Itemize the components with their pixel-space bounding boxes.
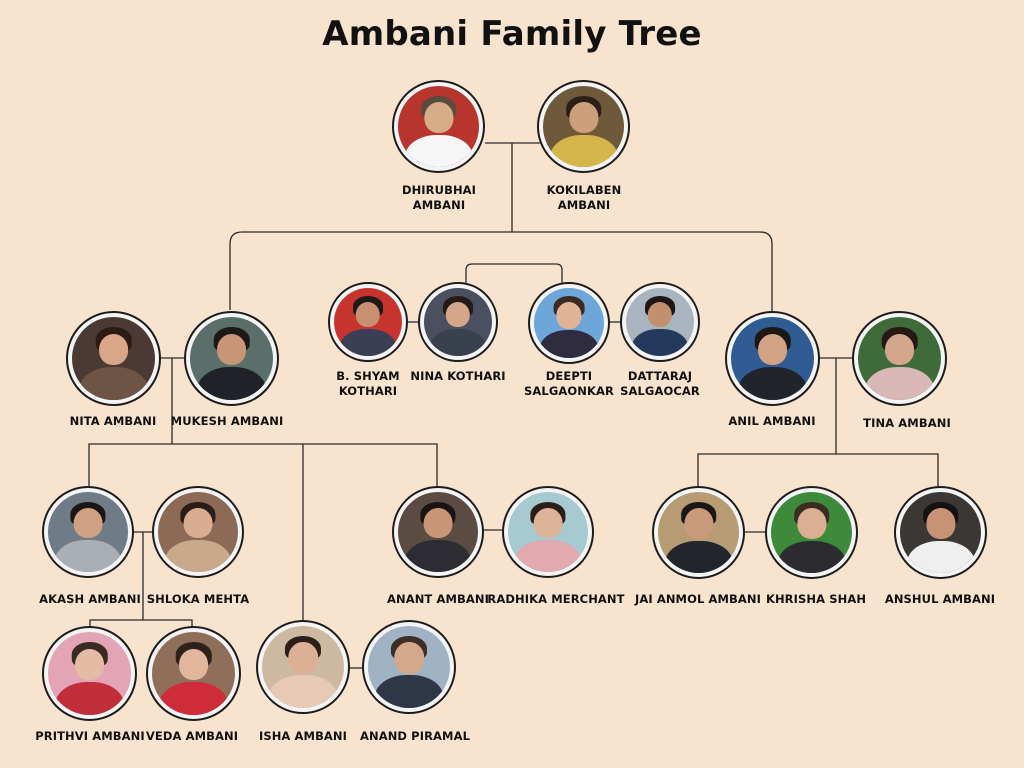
name-line-2: SALGAOCAR <box>620 384 700 398</box>
name-line-1: MUKESH AMBANI <box>170 414 284 428</box>
name-line-2: SALGAONKAR <box>524 384 614 398</box>
connector-anil-children <box>697 453 939 486</box>
label-kokilaben: KOKILABEN AMBANI <box>509 183 659 213</box>
photo-anshul <box>894 486 987 579</box>
name-line-1: KHRISHA SHAH <box>765 592 867 606</box>
name-line-1: ANAND PIRAMAL <box>359 729 471 743</box>
name-line-1: ANANT AMBANI <box>386 592 489 606</box>
name-line-1: ANIL AMBANI <box>728 414 816 428</box>
label-dattaraj: DATTARAJ SALGAOCAR <box>585 369 735 399</box>
photo-mukesh <box>184 311 279 406</box>
label-anshul: ANSHUL AMBANI <box>865 592 1015 607</box>
label-isha: ISHA AMBANI <box>228 729 378 744</box>
name-line-1: SHLOKA MEHTA <box>146 592 250 606</box>
photo-shyam <box>328 282 408 362</box>
photo-dhirubhai <box>392 80 485 173</box>
label-khrisha: KHRISHA SHAH <box>741 592 891 607</box>
photo-isha <box>256 620 350 714</box>
label-akash: AKASH AMBANI <box>15 592 165 607</box>
photo-kokilaben <box>537 80 630 173</box>
name-line-1: ANSHUL AMBANI <box>884 592 996 606</box>
label-veda: VEDA AMBANI <box>117 729 267 744</box>
connector-mukesh-children <box>88 443 438 486</box>
photo-deepti <box>528 282 610 364</box>
name-line-1: DHIRUBHAI <box>401 183 477 197</box>
name-line-1: PRITHVI AMBANI <box>35 729 145 743</box>
photo-akash <box>42 486 134 578</box>
photo-anand <box>362 620 456 714</box>
name-line-1: DATTARAJ <box>627 369 693 383</box>
photo-shloka <box>152 486 244 578</box>
photo-khrisha <box>765 486 858 579</box>
photo-tina <box>852 311 947 406</box>
label-nina: NINA KOTHARI <box>383 369 533 384</box>
photo-jai <box>652 486 745 579</box>
name-line-1: TINA AMBANI <box>863 416 951 430</box>
name-line-1: NINA KOTHARI <box>410 369 506 383</box>
name-line-1: JAI ANMOL AMBANI <box>634 592 762 606</box>
label-deepti: DEEPTI SALGAONKAR <box>494 369 644 399</box>
name-line-1: B. SHYAM <box>336 369 400 383</box>
photo-prithvi <box>42 626 137 721</box>
connector-akash-children <box>89 619 193 628</box>
name-line-1: RADHIKA MERCHANT <box>487 592 625 606</box>
name-line-1: DEEPTI <box>545 369 593 383</box>
label-prithvi: PRITHVI AMBANI <box>15 729 165 744</box>
label-mukesh: MUKESH AMBANI <box>152 414 302 429</box>
name-line-2: AMBANI <box>557 198 611 212</box>
photo-radhika <box>502 486 594 578</box>
name-line-1: VEDA AMBANI <box>145 729 239 743</box>
photo-nita <box>66 311 161 406</box>
page-title: Ambani Family Tree <box>322 14 702 54</box>
label-jai: JAI ANMOL AMBANI <box>623 592 773 607</box>
photo-anil <box>725 311 820 406</box>
connector-kothari-salgaonkar <box>465 263 563 284</box>
connector-gen2-bar <box>229 231 773 312</box>
photo-veda <box>146 626 241 721</box>
name-line-1: AKASH AMBANI <box>39 592 141 606</box>
label-anant: ANANT AMBANI <box>363 592 513 607</box>
photo-dattaraj <box>620 282 700 362</box>
photo-nina <box>418 282 498 362</box>
label-anil: ANIL AMBANI <box>697 414 847 429</box>
name-line-1: NITA AMBANI <box>69 414 157 428</box>
photo-anant <box>392 486 484 578</box>
label-radhika: RADHIKA MERCHANT <box>481 592 631 607</box>
label-anand: ANAND PIRAMAL <box>340 729 490 744</box>
name-line-1: ISHA AMBANI <box>258 729 348 743</box>
label-shloka: SHLOKA MEHTA <box>123 592 273 607</box>
name-line-1: KOKILABEN <box>546 183 622 197</box>
label-tina: TINA AMBANI <box>832 416 982 431</box>
name-line-2: KOTHARI <box>338 384 398 398</box>
label-dhirubhai: DHIRUBHAI AMBANI <box>364 183 514 213</box>
name-line-2: AMBANI <box>412 198 466 212</box>
label-nita: NITA AMBANI <box>38 414 188 429</box>
label-shyam: B. SHYAM KOTHARI <box>293 369 443 399</box>
